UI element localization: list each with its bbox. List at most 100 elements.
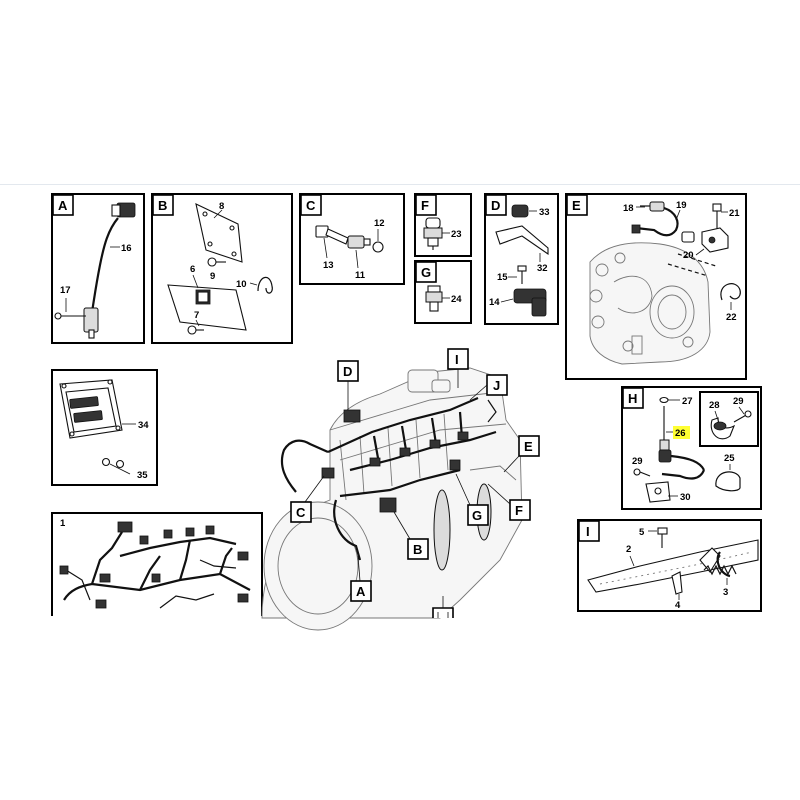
highlight-marker [673,426,690,439]
part-label-28: 28 [709,400,720,411]
part-label-26[interactable]: 26 [675,428,686,439]
part-label-29b: 29 [632,456,643,467]
svg-text:A: A [356,584,366,599]
sensor-bracket-icon [645,469,706,503]
panel-a[interactable]: A 16 17 [51,193,145,344]
part-label-12: 12 [374,218,385,229]
part-label-29: 29 [733,396,744,407]
part-label-32: 32 [537,263,548,274]
part-label-24: 24 [451,294,462,305]
svg-text:D: D [343,364,352,379]
callout-f[interactable]: F [487,483,531,521]
panel-g[interactable]: G 24 [414,260,472,324]
part-label-2: 2 [626,544,631,555]
part-label-23: 23 [451,229,462,240]
callout-a[interactable]: A [350,555,372,602]
rubber-cap-icon [511,204,529,218]
part-label-21: 21 [729,208,740,219]
spring-clip-icon [703,551,737,578]
callout-c[interactable]: C [290,475,325,523]
panel-h-tag: H [628,391,637,406]
seal-ring-icon [659,396,669,404]
panel-harness[interactable]: 1 [51,512,263,616]
top-divider [0,184,800,185]
part-label-6: 6 [190,264,195,275]
part-label-1: 1 [60,518,66,529]
panel-d-tag: D [491,198,500,213]
svg-text:I: I [455,352,459,367]
pressure-sender-icon [315,225,371,249]
part-label-7: 7 [194,310,199,321]
part-label-13: 13 [323,260,334,271]
part-label-15: 15 [497,272,508,283]
washer-icon [101,457,125,469]
screw-icon [633,468,651,477]
clip-icon [720,283,741,301]
mounting-plate-icon [167,284,247,331]
svg-text:C: C [296,505,306,520]
part-label-9: 9 [210,271,215,282]
panel-g-tag: G [421,265,431,280]
svg-text:G: G [472,508,482,523]
part-label-8: 8 [219,201,224,212]
part-label-27: 27 [682,396,693,407]
part-label-19: 19 [676,200,687,211]
panel-c[interactable]: C 12 13 11 [299,193,405,285]
panel-i-tag: I [586,524,590,539]
panel-d[interactable]: D 33 32 15 14 [484,193,559,325]
callout-h-partial[interactable] [432,596,454,618]
part-label-3: 3 [723,587,728,598]
part-label-22: 22 [726,312,737,323]
pressure-sensor-icon [513,288,547,317]
bolt-icon [657,527,668,548]
clamp-icon [710,410,752,440]
part-label-16: 16 [121,243,132,254]
cable-tie-icon [715,471,741,492]
timing-cover-icon [589,242,711,365]
clip-icon [257,276,273,294]
part-label-20: 20 [683,250,694,261]
panel-e[interactable]: E 18 19 21 [565,193,747,380]
part-label-35: 35 [137,470,148,481]
svg-text:J: J [493,378,500,393]
temperature-sender-icon [425,285,443,312]
panel-b[interactable]: B 8 6 9 10 7 [151,193,293,344]
speed-sensor-cable-icon [631,201,695,243]
sensor-bracket-icon [495,225,549,256]
screw-icon [187,325,204,335]
panel-h[interactable]: H 27 26 28 29 29 [621,386,762,510]
engine-assembly [261,367,523,631]
o-ring-icon [372,241,384,253]
callout-e[interactable]: E [503,435,540,473]
sensor-block-icon [701,227,729,253]
bolt-icon [207,257,226,267]
part-label-25: 25 [724,453,735,464]
pressure-switch-icon [423,217,443,250]
callout-j[interactable]: J [469,374,508,401]
panel-e-tag: E [572,198,581,213]
panel-ecu[interactable]: 34 35 [51,369,158,486]
part-label-33: 33 [539,207,550,218]
panel-b-tag: B [158,198,167,213]
callout-b[interactable]: B [393,511,429,560]
part-label-14: 14 [489,297,500,308]
panel-a-tag: A [58,198,68,213]
bracket-icon [671,571,683,595]
bracket-icon [195,203,243,263]
svg-text:E: E [524,439,533,454]
temperature-sensor-icon [658,406,705,471]
part-label-10: 10 [236,279,247,290]
callout-g[interactable]: G [455,473,489,526]
part-label-11: 11 [355,270,366,281]
svg-text:F: F [515,503,523,518]
callout-d[interactable]: D [337,360,359,410]
wheel-speed-sensor-icon [54,202,136,339]
panel-f[interactable]: F 23 [414,193,472,257]
panel-f-tag: F [421,198,429,213]
part-label-34: 34 [138,420,149,431]
callout-i[interactable]: I [447,348,469,388]
part-label-4: 4 [675,600,681,611]
part-label-17: 17 [60,285,71,296]
panel-i[interactable]: I 5 2 4 3 [577,519,762,612]
